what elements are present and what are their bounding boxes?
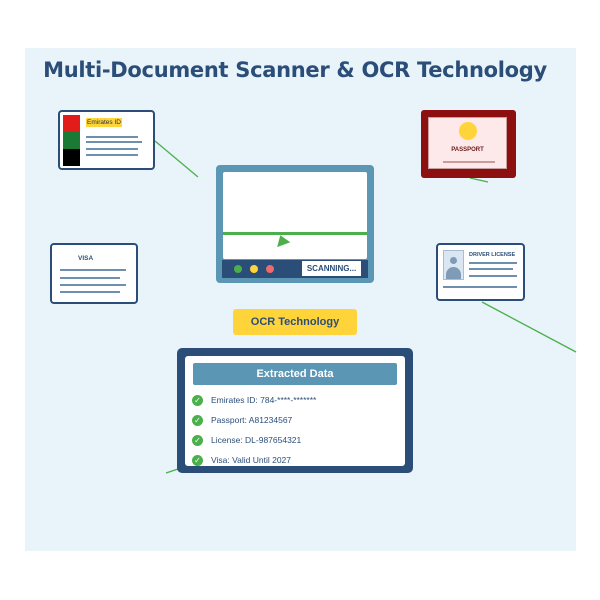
driver-license-label: DRIVER LICENSE [469,252,516,258]
green-light-icon [234,265,242,273]
card-text-line [469,268,513,270]
card-text-line [469,275,517,277]
check-circle-icon: ✓ [192,454,203,466]
card-text-line [60,284,126,286]
list-item: ✓ Passport: A81234567 [192,410,398,430]
passport-text-line [443,161,495,163]
yellow-light-icon [250,265,258,273]
extracted-item-text: Emirates ID: 784-****-******* [211,395,317,405]
emirates-id-label: Emirates ID [86,118,122,127]
connector-panel [165,468,179,474]
card-text-line [60,291,120,293]
scanning-status: SCANNING... [302,261,361,276]
visa-label: VISA [78,255,94,262]
red-light-icon [266,265,274,273]
list-item: ✓ Emirates ID: 784-****-******* [192,390,398,410]
ocr-technology-badge: OCR Technology [233,309,357,335]
passport-card: PASSPORT [421,110,516,178]
card-text-line [86,141,142,143]
extracted-data-panel: Extracted Data ✓ Emirates ID: 784-****-*… [177,348,413,473]
connector-emirates-id [154,140,199,178]
extracted-data-card: Extracted Data ✓ Emirates ID: 784-****-*… [185,356,405,466]
check-circle-icon: ✓ [192,434,203,446]
driver-license-card: DRIVER LICENSE [436,243,525,301]
scanner-device: SCANNING... [216,165,374,283]
extracted-data-header: Extracted Data [193,363,397,385]
scan-beam [223,232,367,235]
extracted-item-text: Passport: A81234567 [211,415,293,425]
person-silhouette-icon [443,250,464,280]
passport-label: PASSPORT [451,147,484,153]
extracted-item-text: Visa: Valid Until 2027 [211,455,292,465]
card-text-line [60,277,120,279]
card-text-line [60,269,126,271]
uae-flag-icon [63,115,80,166]
emirates-id-card: Emirates ID [58,110,155,170]
card-text-line [469,262,517,264]
card-text-line [443,286,517,288]
list-item: ✓ License: DL-987654321 [192,430,398,450]
extracted-item-text: License: DL-987654321 [211,435,302,445]
card-text-line [86,154,138,156]
connector-driver-license [481,301,577,353]
check-circle-icon: ✓ [192,414,203,426]
check-circle-icon: ✓ [192,394,203,406]
page-title: Multi-Document Scanner & OCR Technology [43,58,547,82]
card-text-line [86,148,138,150]
passport-page: PASSPORT [428,117,507,169]
scanner-status-bar: SCANNING... [222,260,368,278]
list-item: ✓ Visa: Valid Until 2027 [192,450,398,470]
card-text-line [86,136,138,138]
visa-card: VISA [50,243,138,304]
gold-seal-icon [459,122,477,140]
pointer-icon [273,232,291,248]
connector-passport [469,177,489,183]
scanner-screen [223,172,367,259]
extracted-data-list: ✓ Emirates ID: 784-****-******* ✓ Passpo… [192,390,398,470]
